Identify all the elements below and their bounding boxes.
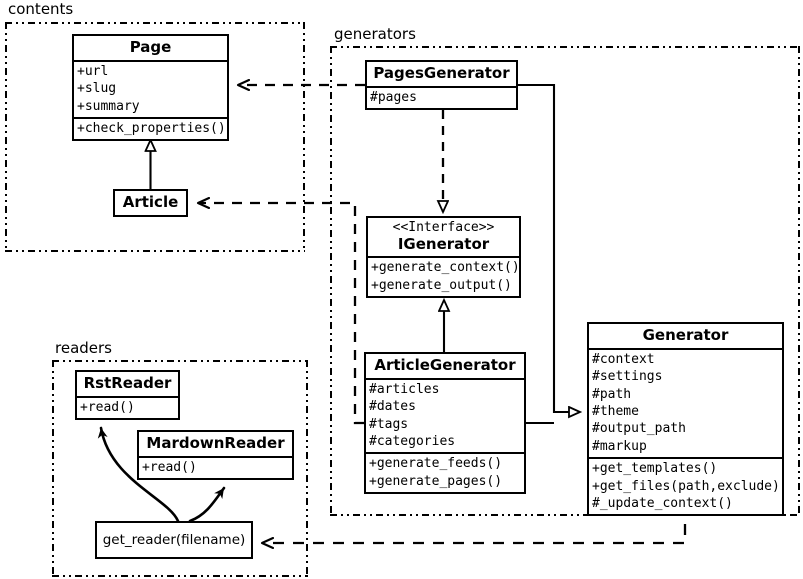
class-pagesgenerator[interactable]: PagesGenerator #pages [365,60,518,111]
link-generators-generalize-generator [518,83,580,425]
attribute-row: +slug [77,81,117,97]
class-page-name: Page [129,38,172,56]
attribute-row: #categories [369,434,456,450]
attribute-row: #articles [369,381,440,397]
method-row: +check_properties() [77,121,226,137]
method-row: +read() [142,459,197,475]
class-rstreader-methods: +read() [77,395,178,418]
attribute-row: #settings [592,369,663,385]
attribute-row: #dates [369,399,416,415]
attribute-row: #theme [592,404,639,420]
link-get-reader-creates-rstreader [97,426,180,523]
class-igenerator[interactable]: <<Interface>> IGenerator +generate_conte… [366,216,521,299]
method-row: +get_files(path,exclude) [592,478,780,494]
attribute-row: #tags [369,416,409,432]
package-label-contents: contents [6,0,76,18]
class-page[interactable]: Page +url +slug +summary +check_properti… [72,34,229,142]
attribute-row: #pages [370,89,417,105]
class-rstreader[interactable]: RstReader +read() [75,370,180,421]
class-generator-attributes: #context #settings #path #theme #output_… [589,347,782,457]
method-row: +generate_output() [371,277,512,293]
method-row: +generate_pages() [369,473,503,489]
class-pagesgenerator-name: PagesGenerator [373,64,510,82]
class-article-name: Article [122,193,179,211]
method-row: +read() [80,399,135,415]
class-articlegenerator-attributes: #articles #dates #tags #categories [366,377,524,453]
method-row: #_update_context() [592,496,733,512]
class-generator[interactable]: Generator #context #settings #path #them… [587,322,784,517]
attribute-row: #markup [592,438,647,454]
link-generator-depends-get-reader [262,504,687,543]
method-row: +get_templates() [592,461,718,477]
function-box-get-reader[interactable]: get_reader(filename) [95,521,253,559]
class-generator-name: Generator [642,326,729,344]
class-articlegenerator[interactable]: ArticleGenerator #articles #dates #tags … [364,352,526,495]
class-mardownreader[interactable]: MardownReader +read() [137,430,294,481]
class-pagesgenerator-attributes: #pages [367,85,516,108]
class-igenerator-name: <<Interface>> IGenerator [368,218,519,256]
class-mardownreader-methods: +read() [139,455,292,478]
attribute-row: #path [592,386,632,402]
class-articlegenerator-methods: +generate_feeds() +generate_pages() [366,452,524,492]
class-article[interactable]: Article [113,189,188,217]
package-label-generators: generators [332,25,418,43]
class-page-methods: +check_properties() [74,117,227,139]
attribute-row: #output_path [592,421,686,437]
class-igenerator-label: IGenerator [397,234,490,253]
class-igenerator-stereotype: <<Interface>> [392,220,495,235]
class-mardownreader-name: MardownReader [146,434,285,452]
class-articlegenerator-name: ArticleGenerator [374,356,516,374]
function-box-get-reader-label: get_reader(filename) [102,532,246,548]
class-igenerator-methods: +generate_context() +generate_output() [368,256,520,296]
class-rstreader-name: RstReader [83,374,172,392]
attribute-row: +summary [77,98,140,114]
attribute-row: #context [592,351,655,367]
attribute-row: +url [77,63,109,79]
method-row: +generate_feeds() [369,456,503,472]
method-row: +generate_context() [371,260,520,276]
package-label-readers: readers [53,339,114,357]
class-generator-methods: +get_templates() +get_files(path,exclude… [589,457,782,514]
link-articlegenerator-depends-article [198,203,364,425]
link-get-reader-creates-mardownreader [188,486,226,523]
class-page-attributes: +url +slug +summary [74,59,227,117]
